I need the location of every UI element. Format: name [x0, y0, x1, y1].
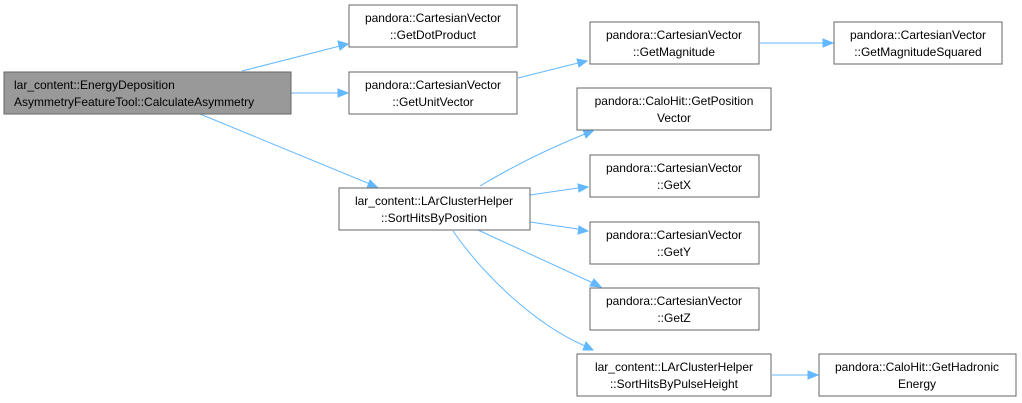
- node-unit-line2: ::GetUnitVector: [392, 95, 473, 109]
- node-gety-line2: ::GetY: [657, 245, 691, 259]
- edge-sortpos-gety: [529, 221, 579, 230]
- node-get-x[interactable]: pandora::CartesianVector ::GetX: [589, 154, 760, 198]
- node-root-line1: lar_content::EnergyDeposition: [14, 78, 175, 92]
- node-root-line2: AsymmetryFeatureTool::CalculateAsymmetry: [14, 95, 254, 109]
- edge-root-unit-arrow: [337, 88, 350, 98]
- node-getpos-line1: pandora::CaloHit::GetPosition: [595, 94, 754, 108]
- node-getx-line1: pandora::CartesianVector: [606, 161, 742, 175]
- edge-sortpos-getpos-arrow: [582, 129, 595, 139]
- node-getz-line1: pandora::CartesianVector: [606, 294, 742, 308]
- edge-sortpos-gety-arrow: [577, 225, 590, 235]
- node-get-magnitude[interactable]: pandora::CartesianVector ::GetMagnitude: [589, 21, 760, 65]
- node-mag-line1: pandora::CartesianVector: [606, 28, 742, 42]
- node-magsq-line1: pandora::CartesianVector: [850, 28, 986, 42]
- edge-root-sortpos-arrow: [366, 179, 380, 189]
- edge-sortpos-sortpulse: [452, 230, 586, 347]
- node-dot-line2: ::GetDotProduct: [390, 28, 477, 42]
- node-root[interactable]: lar_content::EnergyDeposition AsymmetryF…: [3, 71, 292, 115]
- edge-sortpulse-hadronic-arrow: [807, 370, 820, 380]
- node-get-dot-product[interactable]: pandora::CartesianVector ::GetDotProduct: [348, 4, 518, 48]
- node-get-unit-vector[interactable]: pandora::CartesianVector ::GetUnitVector: [348, 71, 518, 115]
- edge-unit-mag: [517, 62, 579, 79]
- node-sort-hits-by-position[interactable]: lar_content::LArClusterHelper ::SortHits…: [338, 187, 531, 231]
- edge-root-dot: [241, 45, 341, 72]
- node-sortpos-line1: lar_content::LArClusterHelper: [355, 194, 513, 208]
- node-get-magnitude-squared[interactable]: pandora::CartesianVector ::GetMagnitudeS…: [833, 21, 1003, 65]
- edge-sortpos-getx: [529, 187, 579, 196]
- edge-sortpos-getpos: [479, 133, 586, 187]
- edge-sortpos-getx-arrow: [577, 183, 590, 193]
- node-hadronic-line1: pandora::CaloHit::GetHadronic: [835, 360, 999, 374]
- node-getx-line2: ::GetX: [657, 178, 691, 192]
- node-sortpos-line2: ::SortHitsByPosition: [381, 211, 487, 225]
- edge-root-sortpos: [199, 113, 371, 185]
- edge-mag-magsq-arrow: [822, 38, 835, 48]
- edge-root-dot-arrow: [337, 40, 350, 51]
- node-get-z[interactable]: pandora::CartesianVector ::GetZ: [589, 287, 760, 331]
- node-sortpulse-line1: lar_content::LArClusterHelper: [595, 360, 753, 374]
- edge-sortpos-sortpulse-arrow: [582, 341, 595, 351]
- node-unit-line1: pandora::CartesianVector: [365, 78, 501, 92]
- node-getz-line2: ::GetZ: [657, 311, 690, 325]
- edge-unit-mag-arrow: [576, 58, 589, 68]
- node-sortpulse-line2: ::SortHitsByPulseHeight: [610, 377, 739, 391]
- edge-sortpos-getz-arrow: [589, 278, 603, 288]
- node-dot-line1: pandora::CartesianVector: [365, 11, 501, 25]
- node-get-y[interactable]: pandora::CartesianVector ::GetY: [589, 221, 760, 265]
- edge-sortpos-getz: [477, 229, 594, 284]
- node-sort-hits-by-pulse-height[interactable]: lar_content::LArClusterHelper ::SortHits…: [576, 353, 772, 397]
- edges: [199, 38, 835, 380]
- node-mag-line2: ::GetMagnitude: [633, 45, 715, 59]
- node-get-position-vector[interactable]: pandora::CaloHit::GetPosition Vector: [576, 87, 772, 131]
- node-get-hadronic-energy[interactable]: pandora::CaloHit::GetHadronic Energy: [818, 353, 1017, 397]
- node-gety-line1: pandora::CartesianVector: [606, 228, 742, 242]
- node-hadronic-line2: Energy: [898, 377, 936, 391]
- node-magsq-line2: ::GetMagnitudeSquared: [854, 45, 981, 59]
- node-getpos-line2: Vector: [657, 111, 691, 125]
